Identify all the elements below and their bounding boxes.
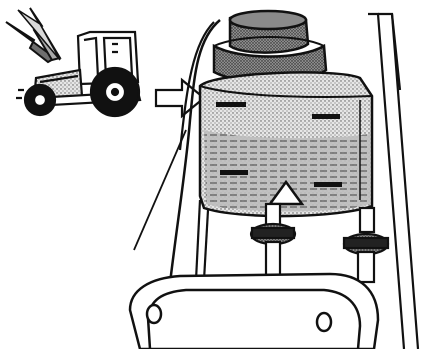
mounting-flange (130, 274, 378, 349)
pointer-arrow-icon (6, 8, 60, 62)
min-level-mark (220, 170, 248, 175)
outlet-fitting-right (344, 208, 388, 282)
reservoir-pointer-arrow-icon (156, 80, 204, 116)
max-level-mark (216, 102, 246, 107)
